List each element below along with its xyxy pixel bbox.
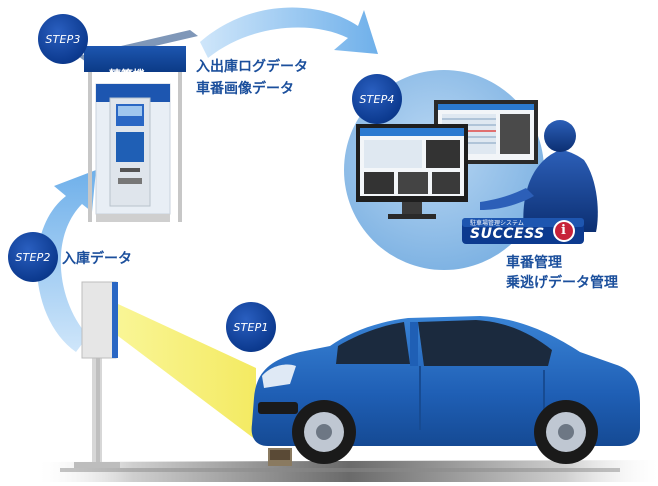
plate-mgmt-label: 車番管理 (506, 255, 562, 271)
entry-data-label: 入庫データ (62, 251, 132, 267)
brand-name: SUCCESS (470, 226, 545, 242)
camera-beam (118, 304, 256, 440)
step2-badge: STEP2 (8, 232, 58, 282)
step4-badge: STEP4 (352, 74, 402, 124)
arrow-step3-to-step4 (200, 7, 378, 58)
brand-subtitle: 駐車場管理システム (470, 220, 524, 227)
floor (40, 460, 658, 482)
arrow-step2-to-step3 (36, 170, 96, 352)
image-data-label: 車番画像データ (196, 81, 294, 97)
machine-label: 精算機 (109, 68, 146, 82)
log-data-label: 入出庫ログデータ (196, 59, 308, 75)
car (251, 316, 640, 466)
escape-mgmt-label: 乗逃げデータ管理 (506, 275, 618, 291)
brand-info-icon: i (561, 223, 566, 238)
payment-machine (78, 30, 198, 222)
step1-badge: STEP1 (226, 302, 276, 352)
entry-sensor (74, 281, 120, 468)
success-badge (462, 218, 584, 244)
step3-badge: STEP3 (38, 14, 88, 64)
